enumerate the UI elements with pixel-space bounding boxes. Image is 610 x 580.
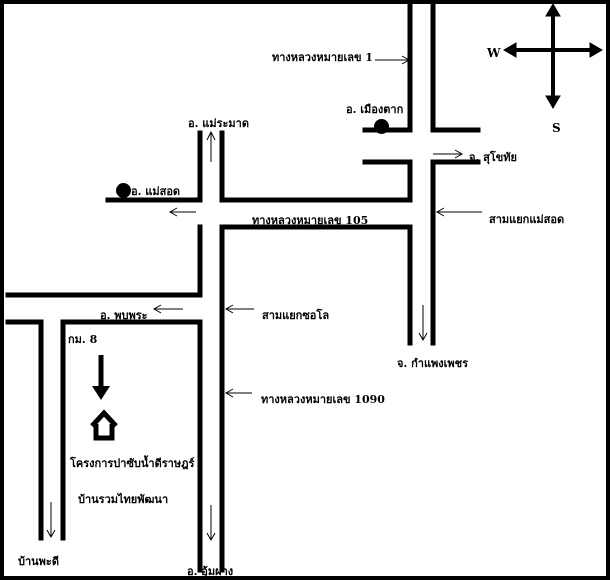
um-phang-label: อ. อุ้มผาง — [187, 565, 234, 578]
arrow-sam-yaek-cho-lo — [224, 304, 254, 314]
mueang-tak-marker — [374, 119, 389, 134]
compass-west: W — [487, 46, 501, 60]
project-label: โครงการปาซับน้ำดีราษฎร์ — [70, 457, 195, 470]
house-icon — [90, 409, 118, 441]
arrow-phop-phra — [152, 304, 183, 314]
ban-phadi-label: บ้านพะดี — [18, 555, 59, 568]
arrow-sam-yaek-mae-sot — [435, 207, 482, 217]
arrow-sukhothai — [433, 149, 464, 159]
project-marker — [90, 355, 118, 441]
arrow-mae-ramat — [206, 130, 216, 162]
mae-sot-label: อ. แม่สอด — [131, 185, 181, 198]
highway-1090-label: ทางหลวงหมายเลข 1090 — [261, 393, 385, 406]
sam-yaek-mae-sot-label: สามแยกแม่สอด — [489, 213, 565, 226]
compass-south: S — [552, 121, 561, 135]
sukhothai-label: จ. สุโขทัย — [469, 151, 517, 164]
highway-1-label: ทางหลวงหมายเลข 1 — [272, 51, 373, 64]
arrow-um-phang — [206, 505, 216, 542]
mae-ramat-label: อ. แม่ระมาด — [188, 117, 249, 130]
compass-rose — [503, 4, 603, 109]
ban-ruam-thai-label: บ้านรวมไทยพัฒนา — [78, 493, 169, 506]
mueang-tak-label: อ. เมืองตาก — [346, 103, 404, 116]
sam-yaek-cho-lo-label: สามแยกซอโล — [262, 309, 330, 322]
kamphaeng-phet-label: จ. กำแพงเพชร — [397, 357, 469, 370]
mae-sot-marker — [116, 183, 131, 198]
arrow-highway-1090 — [224, 388, 252, 398]
arrow-mae-sot — [168, 207, 196, 217]
road-network — [5, 4, 603, 573]
highway-105-label: ทางหลวงหมายเลข 105 — [252, 214, 369, 227]
km-8-label: กม. 8 — [68, 333, 98, 346]
arrow-kamphaeng-phet — [418, 305, 428, 342]
arrow-ban-phadi — [46, 502, 56, 539]
arrow-highway-1 — [375, 55, 411, 65]
phop-phra-label: อ. พบพระ — [100, 309, 148, 322]
